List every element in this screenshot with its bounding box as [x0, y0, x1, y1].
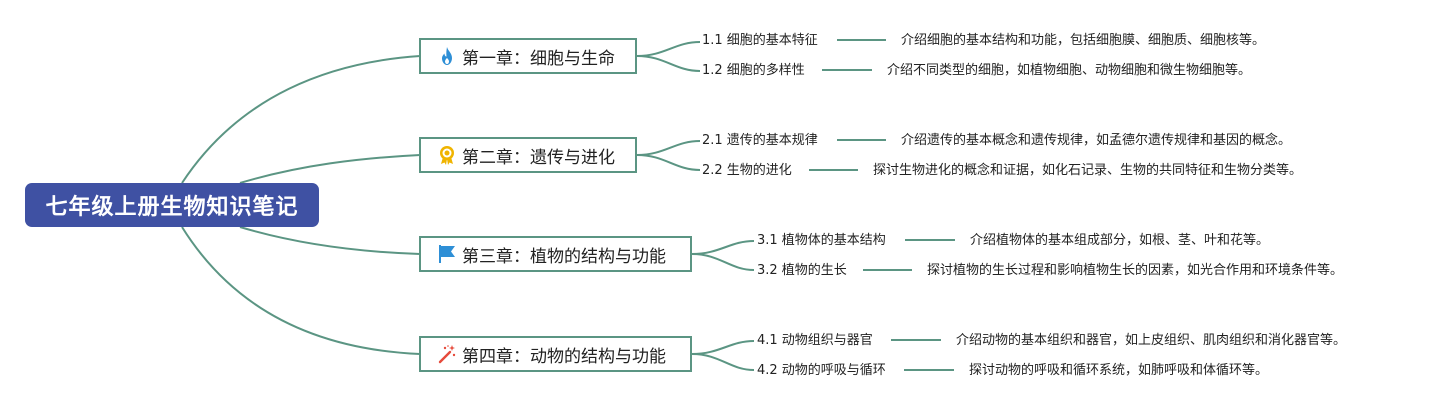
section-1-1-desc[interactable]: 介绍细胞的基本结构和功能，包括细胞膜、细胞质、细胞核等。: [901, 33, 1266, 48]
magic-wand-icon: [436, 343, 458, 365]
link-chapter-3-section-1: [691, 240, 755, 255]
section-4-2-desc[interactable]: 探讨动物的呼吸和循环系统，如肺呼吸和体循环等。: [969, 363, 1269, 378]
section-4-1-desc[interactable]: 介绍动物的基本组织和器官，如上皮组织、肌肉组织和消化器官等。: [956, 333, 1347, 348]
link-chapter-4-section-1: [691, 340, 755, 355]
root-title: 七年级上册生物知识笔记: [45, 195, 299, 220]
root-topic[interactable]: 七年级上册生物知识笔记: [25, 183, 319, 227]
link-chapter-1-section-1: [636, 41, 701, 57]
link-chapter-2-section-2: [636, 154, 701, 171]
link-root-chapter-3: [239, 226, 421, 255]
flag-icon: [436, 243, 458, 265]
chapter-4-title: 第四章：动物的结构与功能: [462, 346, 666, 367]
section-1-2-desc[interactable]: 介绍不同类型的细胞，如植物细胞、动物细胞和微生物细胞等。: [887, 63, 1252, 78]
section-1-2[interactable]: 1.2 细胞的多样性: [702, 63, 805, 78]
section-2-1[interactable]: 2.1 遗传的基本规律: [702, 133, 818, 148]
section-2-2-desc[interactable]: 探讨生物进化的概念和证据，如化石记录、生物的共同特征和生物分类等。: [873, 163, 1303, 178]
section-3-1[interactable]: 3.1 植物体的基本结构: [757, 233, 886, 248]
chapter-3-topic[interactable]: 第三章：植物的结构与功能: [419, 236, 692, 272]
link-chapter-3-section-2: [691, 253, 755, 271]
section-3-1-desc[interactable]: 介绍植物体的基本组成部分，如根、茎、叶和花等。: [970, 233, 1270, 248]
award-ribbon-icon: [436, 144, 458, 166]
chapter-2-topic[interactable]: 第二章：遗传与进化: [419, 137, 637, 173]
chapter-1-topic[interactable]: 第一章：细胞与生命: [419, 38, 637, 74]
link-root-chapter-1: [181, 55, 421, 184]
chapter-3-title: 第三章：植物的结构与功能: [462, 246, 666, 267]
fire-icon: [436, 45, 458, 67]
chapter-1-title: 第一章：细胞与生命: [462, 48, 615, 69]
link-chapter-4-section-2: [691, 353, 755, 371]
section-4-2[interactable]: 4.2 动物的呼吸与循环: [757, 363, 886, 378]
link-root-chapter-2: [239, 154, 421, 184]
chapter-2-title: 第二章：遗传与进化: [462, 147, 615, 168]
chapter-4-topic[interactable]: 第四章：动物的结构与功能: [419, 336, 692, 372]
link-chapter-1-section-2: [636, 55, 701, 72]
section-4-1[interactable]: 4.1 动物组织与器官: [757, 333, 873, 348]
link-chapter-2-section-1: [636, 140, 701, 156]
section-2-2[interactable]: 2.2 生物的进化: [702, 163, 792, 178]
section-1-1[interactable]: 1.1 细胞的基本特征: [702, 33, 818, 48]
section-3-2-desc[interactable]: 探讨植物的生长过程和影响植物生长的因素，如光合作用和环境条件等。: [927, 263, 1344, 278]
section-2-1-desc[interactable]: 介绍遗传的基本概念和遗传规律，如孟德尔遗传规律和基因的概念。: [901, 133, 1292, 148]
section-3-2[interactable]: 3.2 植物的生长: [757, 263, 847, 278]
link-root-chapter-4: [181, 226, 421, 355]
